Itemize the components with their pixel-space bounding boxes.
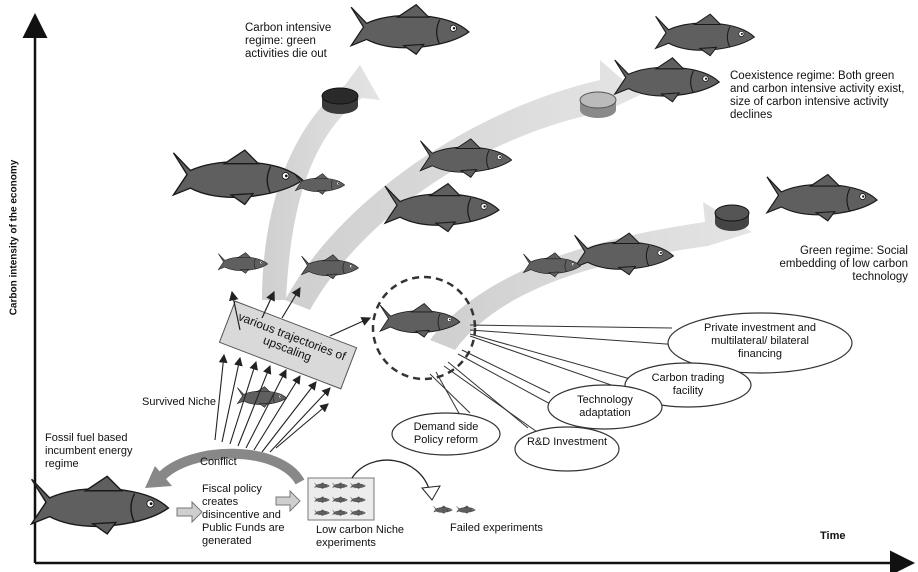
x-axis-label: Time [820, 530, 846, 542]
failed-experiments-arrow [351, 459, 431, 493]
policy-to-niche-arrow [275, 489, 301, 513]
fish-icon [766, 173, 878, 222]
green-trajectory [430, 202, 752, 350]
failed-experiments-arrowhead [421, 485, 441, 501]
fiscal-policy-label: Fiscal policy creates disincentive and P… [202, 483, 285, 547]
fish-icon [218, 252, 268, 274]
coexistence-trajectory [285, 60, 640, 310]
y-axis-label: Carbon intensity of the economy [8, 159, 20, 316]
niche-arrow-bundle [214, 353, 331, 453]
upscaling-arrow [281, 286, 301, 319]
upscaling-arrow [261, 290, 275, 319]
fossil-to-policy-arrow [176, 500, 203, 524]
upscaling-arrow [329, 317, 372, 337]
survived-niche-label: Survived Niche [142, 396, 216, 408]
rd-investment-ellipse [514, 426, 620, 472]
failed-experiments-label: Failed experiments [450, 522, 543, 534]
disc-icon [579, 91, 617, 118]
carbon-intensive-regime-label: Carbon intensive regime: green activitie… [245, 22, 332, 60]
upscaling-arrow [229, 290, 241, 331]
fish-icon [433, 505, 453, 514]
private-investment-ellipse [667, 312, 853, 374]
green-regime-label: Green regime: Social embedding of low ca… [779, 245, 909, 283]
carbon-trading-label: Carbon trading facility [651, 372, 725, 397]
fish-icon [350, 4, 470, 55]
private-investment-label: Private investment and multilateral/ bil… [704, 322, 816, 360]
carbon-trading-ellipse [624, 362, 752, 408]
fossil-regime-label: Fossil fuel based incumbent energy regim… [45, 432, 133, 470]
technology-adaptation-label: Technology adaptation [577, 394, 633, 419]
fish-icon [456, 505, 476, 514]
fish-icon [314, 482, 366, 516]
conflict-arrow [156, 448, 305, 485]
disc-icon [714, 204, 750, 231]
technology-adaptation-ellipse [547, 384, 663, 430]
coexistence-regime-label: Coexistence regime: Both green and carbo… [730, 70, 905, 121]
demand-side-label: Demand side Policy reform [413, 421, 479, 446]
disc-icon [321, 87, 359, 114]
upscaling-box [218, 300, 358, 390]
fish-icon [655, 13, 755, 57]
niche-experiments-label: Low carbon Niche experiments [316, 524, 405, 549]
niche-focus-circle [371, 275, 477, 381]
conflict-label: Conflict [200, 456, 237, 468]
rd-investment-label: R&D Investment [526, 436, 608, 448]
demand-side-ellipse [391, 412, 501, 456]
conflict-arrowhead [145, 466, 172, 488]
